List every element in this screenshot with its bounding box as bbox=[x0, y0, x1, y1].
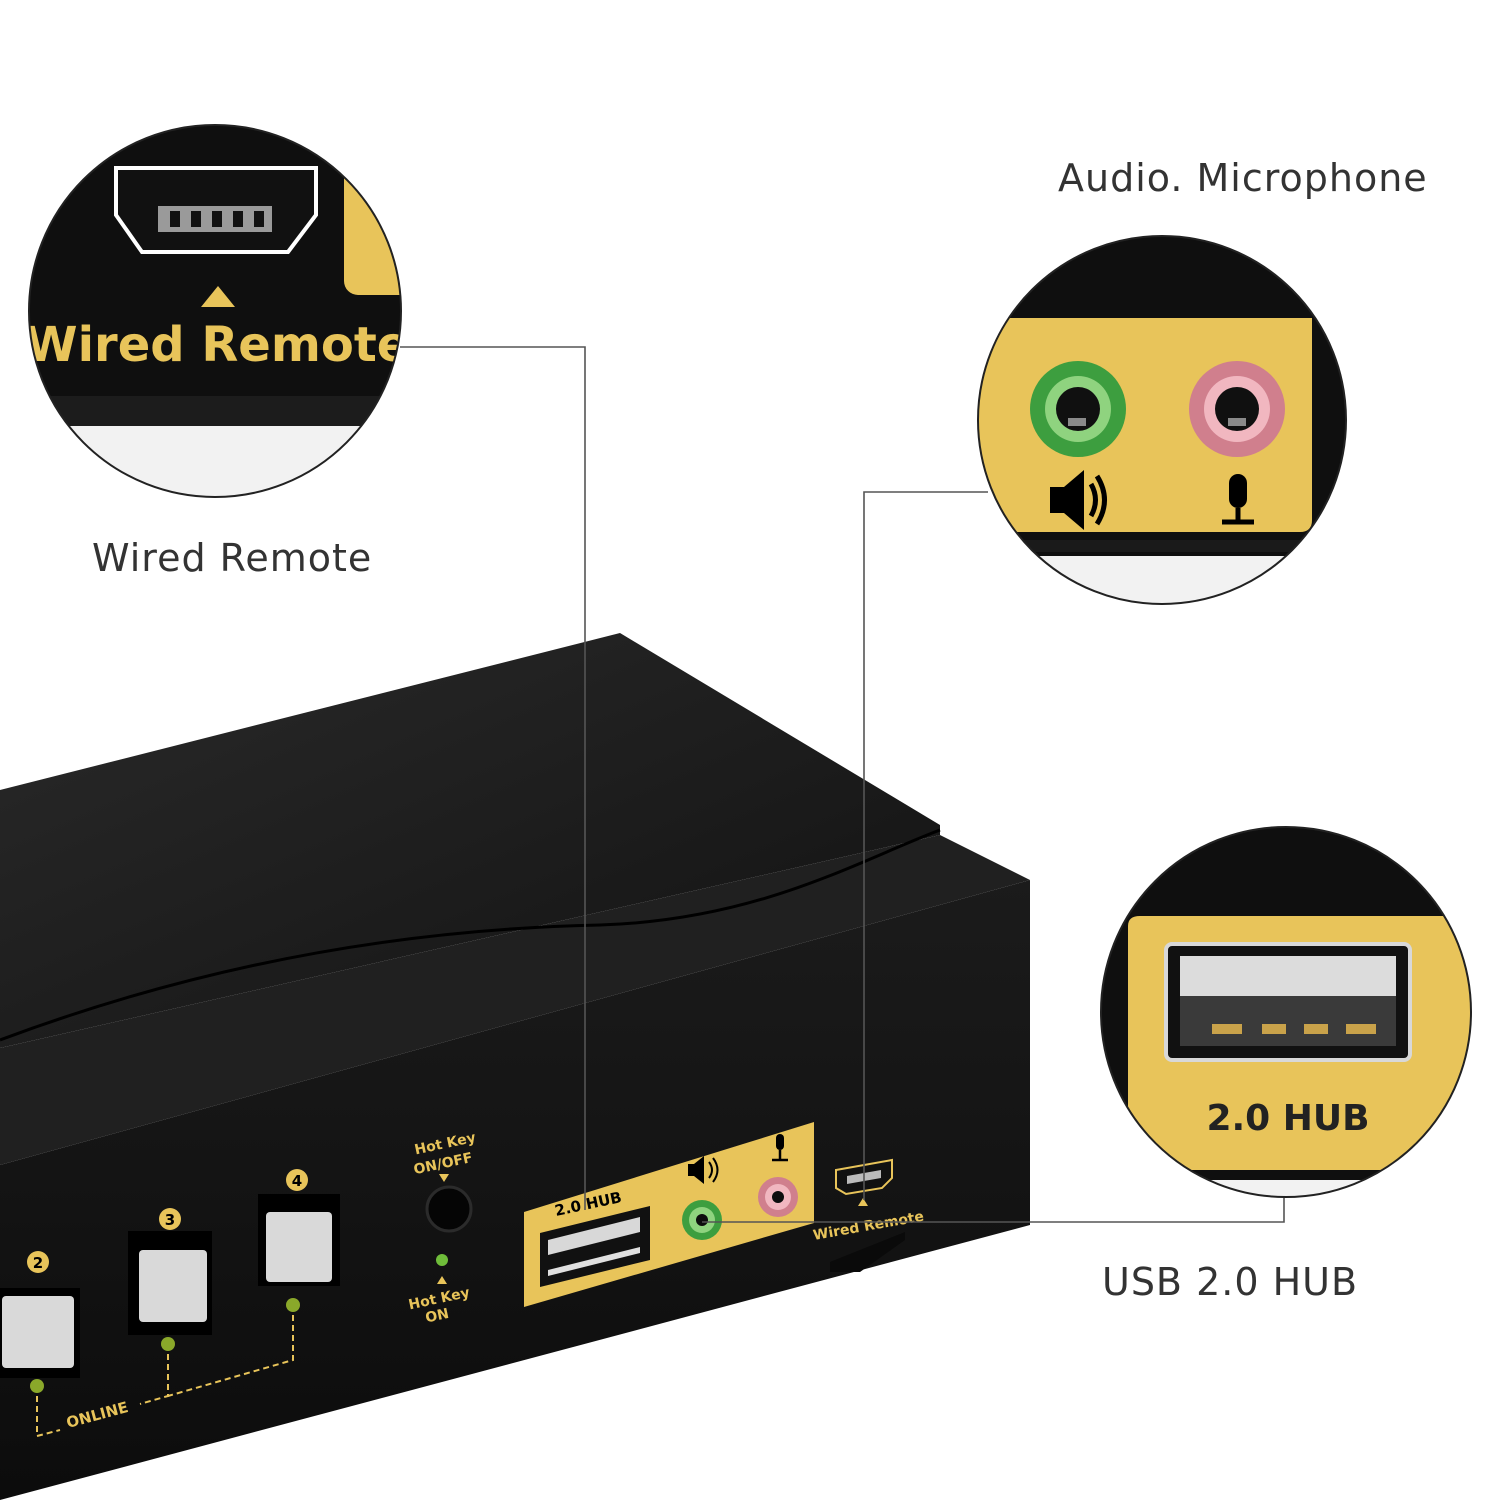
caption-usb-hub: USB 2.0 HUB bbox=[1102, 1260, 1359, 1304]
panel-usb-port[interactable] bbox=[540, 1206, 650, 1287]
port-3-badge bbox=[159, 1208, 181, 1230]
zoom-usb-hub-label: 2.0 HUB bbox=[1206, 1098, 1369, 1139]
panel-microphone-icon bbox=[772, 1134, 788, 1162]
port-button-1[interactable] bbox=[0, 1288, 80, 1378]
panel-remote-arrow-icon bbox=[858, 1198, 868, 1206]
zoom-wired-remote: Wired Remote bbox=[25, 124, 410, 498]
device-shoulder bbox=[0, 835, 1030, 1165]
microphone-icon bbox=[1222, 474, 1254, 525]
leader-usb-hub bbox=[702, 1196, 1285, 1223]
caption-audio-microphone: Audio. Microphone bbox=[1058, 156, 1428, 200]
device-front-face bbox=[0, 880, 1030, 1500]
zoom-audio bbox=[977, 235, 1347, 605]
device-top-surface bbox=[0, 633, 940, 1048]
device-seam bbox=[0, 828, 941, 1042]
device-foot bbox=[830, 1232, 905, 1272]
hotkey-on-led bbox=[436, 1254, 448, 1266]
leader-lines bbox=[400, 346, 1285, 1223]
panel-audio-jack[interactable] bbox=[682, 1200, 722, 1240]
online-line-4 bbox=[167, 1315, 294, 1397]
online-led-3 bbox=[161, 1337, 175, 1351]
zoom-mic-jack bbox=[1189, 361, 1285, 457]
online-line-2 bbox=[36, 1396, 61, 1438]
online-led-4 bbox=[286, 1298, 300, 1312]
hotkey-arrow-down-icon bbox=[439, 1174, 449, 1182]
hotkey-arrow-up-icon bbox=[437, 1276, 447, 1284]
front-panel-controls: 2 3 4 ONLINE Hot Key ON/OFF Hot Key ON 2… bbox=[0, 1122, 925, 1438]
leader-wired-remote bbox=[400, 346, 586, 1210]
zoom-usb-hub: 2.0 HUB bbox=[1100, 826, 1472, 1198]
panel-mic-jack[interactable] bbox=[758, 1177, 798, 1217]
zoom-wired-remote-label: Wired Remote bbox=[25, 317, 410, 373]
hotkey-onoff-button[interactable] bbox=[425, 1185, 473, 1233]
port-2-number: 2 bbox=[33, 1254, 43, 1272]
port-button-4[interactable] bbox=[258, 1194, 340, 1286]
hotkey-on-label-2: ON bbox=[424, 1306, 450, 1327]
port-2-badge bbox=[27, 1251, 49, 1273]
mini-usb-port-icon bbox=[114, 166, 318, 254]
panel-speaker-icon bbox=[688, 1156, 719, 1184]
kvm-device-body bbox=[0, 633, 1030, 1500]
port-3-number: 3 bbox=[165, 1211, 175, 1229]
online-led-2 bbox=[30, 1379, 44, 1393]
usb-a-port-icon bbox=[1164, 942, 1412, 1062]
zoom-arrow-up-icon bbox=[201, 286, 235, 307]
leader-audio bbox=[863, 491, 988, 1200]
port-4-number: 4 bbox=[292, 1172, 302, 1190]
caption-wired-remote: Wired Remote bbox=[92, 536, 373, 580]
port-4-badge bbox=[286, 1169, 308, 1191]
zoom-audio-jack bbox=[1030, 361, 1126, 457]
port-button-3[interactable] bbox=[128, 1231, 212, 1335]
zoom-gold-corner bbox=[344, 165, 401, 295]
speaker-icon bbox=[1050, 470, 1107, 530]
